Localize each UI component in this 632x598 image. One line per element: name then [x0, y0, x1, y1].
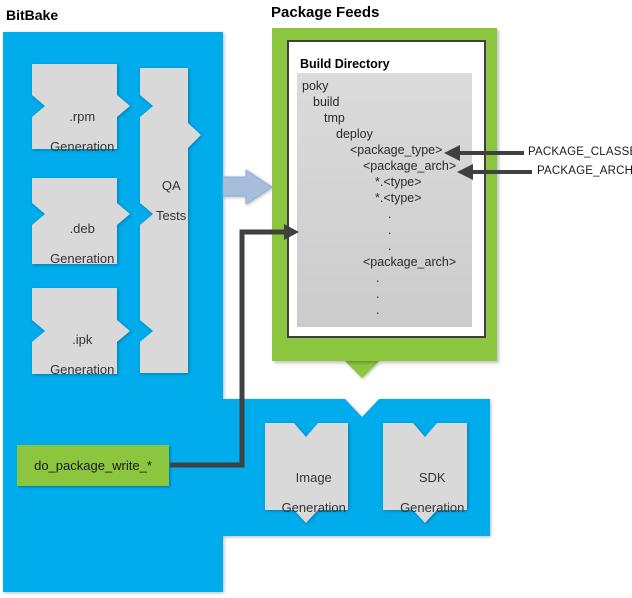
package-classes-annotation: PACKAGE_CLASSES — [528, 146, 632, 158]
tree-line-poky: poky — [302, 79, 329, 93]
package-arch-arrowhead-icon — [457, 164, 473, 180]
sdk-generation-shape — [383, 423, 467, 523]
package-arch-annotation: PACKAGE_ARCH — [537, 165, 632, 177]
bitbake-title: BitBake — [6, 7, 59, 23]
tree-line-deploy: deploy — [336, 127, 373, 141]
build-directory-label: Build Directory — [300, 57, 390, 71]
tree-line-type-file: *.<type> — [375, 191, 422, 205]
tree-line-ellipsis: . — [388, 223, 392, 237]
tree-line-type-file: *.<type> — [375, 175, 422, 189]
task-connector-arrowhead-icon — [284, 224, 299, 240]
tree-line-package-arch: <package_arch> — [363, 255, 457, 269]
tree-line-build: build — [313, 95, 340, 109]
qa-tests-shape — [140, 68, 201, 373]
package-feeds-title: Package Feeds — [271, 4, 380, 21]
tree-line-ellipsis: . — [388, 207, 392, 221]
task-connector-line — [170, 229, 285, 468]
tree-line-package-type: <package_type> — [350, 143, 443, 157]
image-generation-shape — [265, 423, 348, 523]
flow-arrow-icon — [222, 169, 273, 205]
tree-line-ellipsis: . — [388, 239, 392, 253]
tree-line-ellipsis: . — [376, 287, 380, 301]
directory-tree-box: poky build tmp deploy <package_type> <pa… — [297, 73, 472, 327]
rpm-generation-shape — [32, 64, 130, 149]
deb-generation-shape — [32, 178, 130, 264]
do-package-write-label: do_package_write_* — [34, 458, 152, 473]
tree-line-tmp: tmp — [324, 111, 345, 125]
tree-line-package-arch: <package_arch> — [363, 159, 457, 173]
feeds-tab-icon — [345, 361, 379, 378]
tree-line-ellipsis: . — [376, 303, 380, 317]
package-classes-arrowhead-icon — [444, 145, 460, 161]
tree-line-ellipsis: . — [376, 271, 380, 285]
ipk-generation-shape — [32, 288, 130, 374]
do-package-write-box: do_package_write_* — [17, 445, 169, 486]
